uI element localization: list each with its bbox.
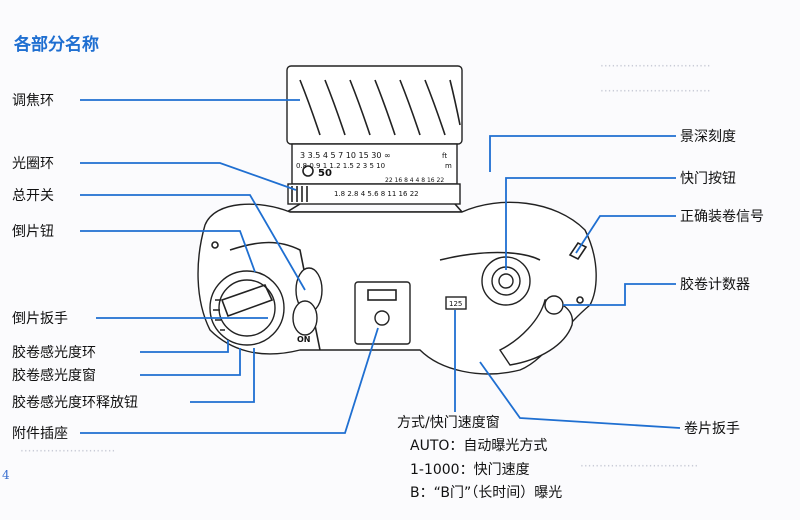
speed-window bbox=[445, 296, 467, 310]
label-dof-scale: 景深刻度 bbox=[680, 129, 736, 145]
film-speed-dial-ticks bbox=[213, 299, 225, 331]
leader-aperture-ring bbox=[80, 162, 297, 191]
svg-text:·····························: ····························· bbox=[600, 59, 711, 73]
svg-text:·························: ························· bbox=[20, 444, 115, 458]
mode-note-speeds: 1-1000：快门速度 bbox=[410, 462, 530, 478]
accessory-shoe-rail bbox=[367, 289, 397, 301]
main-switch-base bbox=[292, 300, 318, 336]
label-frame-counter: 胶卷计数器 bbox=[680, 277, 750, 293]
rewind-crank-base bbox=[218, 279, 276, 337]
label-film-speed-window: 胶卷感光度窗 bbox=[12, 368, 96, 384]
label-film-signal: 正确装卷信号 bbox=[680, 209, 764, 225]
label-aperture-ring: 光圈环 bbox=[12, 156, 54, 172]
mode-note-auto: AUTO：自动曝光方式 bbox=[410, 438, 548, 454]
svg-text:······························: ······························· bbox=[580, 459, 698, 473]
label-rewind-crank: 倒片扳手 bbox=[12, 311, 68, 327]
speed-window-value: 125 bbox=[449, 300, 462, 308]
leader-film-speed-window bbox=[140, 348, 241, 376]
label-shutter-button: 快门按钮 bbox=[680, 171, 736, 187]
leader-frame-counter bbox=[563, 283, 676, 306]
strap-lug-left bbox=[211, 241, 219, 249]
leader-dof-scale bbox=[489, 135, 676, 172]
leader-rewind-button bbox=[80, 230, 256, 273]
label-accessory-shoe: 附件插座 bbox=[12, 426, 68, 442]
leader-advance-lever bbox=[479, 361, 681, 429]
distance-scale-m: 0.8 0.9 1 1.2 1.5 2 3 5 10 bbox=[296, 162, 385, 170]
dof-scale-text: 22 16 8 4 4 8 16 22 bbox=[385, 177, 444, 184]
leader-film-speed-release bbox=[190, 348, 255, 403]
leader-shutter-button bbox=[505, 177, 676, 270]
focal-length-label: 50 bbox=[318, 168, 332, 179]
label-main-switch: 总开关 bbox=[12, 188, 54, 204]
leader-accessory-shoe bbox=[80, 327, 379, 434]
bleed-through-text: ····························· ··········… bbox=[20, 59, 711, 473]
distance-scale-ft: 3 3.5 4 5 7 10 15 30 ∞ bbox=[300, 151, 391, 160]
advance-lever bbox=[498, 299, 574, 366]
focus-ring-barrel bbox=[286, 65, 463, 145]
label-film-speed-release: 胶卷感光度环释放钮 bbox=[12, 395, 138, 411]
lens-mount bbox=[284, 203, 464, 213]
ft-unit: ft bbox=[442, 152, 447, 160]
film-signal-indicator bbox=[568, 241, 588, 261]
body-edge-right bbox=[439, 251, 541, 261]
mode-note-bulb: B：“B门”（长时间）曝光 bbox=[410, 485, 563, 501]
body-edge-left bbox=[229, 241, 321, 351]
shutter-button-center bbox=[498, 273, 514, 289]
page-title: 各部分名称 bbox=[14, 35, 99, 55]
strap-lug-right bbox=[576, 296, 584, 304]
aperture-ring-band bbox=[287, 183, 461, 205]
rewind-crank-arm bbox=[220, 284, 274, 318]
label-mode-window: 方式/快门速度窗 bbox=[397, 415, 500, 431]
leader-film-signal bbox=[575, 215, 676, 254]
frame-counter-window bbox=[544, 295, 564, 315]
aperture-scale-text: 1.8 2.8 4 5.6 8 11 16 22 bbox=[334, 190, 419, 198]
accessory-shoe-contact bbox=[374, 310, 390, 326]
leader-main-switch bbox=[80, 194, 306, 291]
label-rewind-button: 倒片钮 bbox=[12, 224, 54, 240]
label-film-speed-ring: 胶卷感光度环 bbox=[12, 345, 96, 361]
aperture-ring-grip bbox=[291, 186, 308, 202]
lens: 3 3.5 4 5 7 10 15 30 ∞ 0.8 0.9 1 1.2 1.5… bbox=[284, 65, 464, 213]
switch-on-label: ON bbox=[297, 335, 311, 344]
label-advance-lever: 卷片扳手 bbox=[684, 421, 740, 437]
leader-lines-right bbox=[454, 135, 681, 429]
distance-scale-band bbox=[291, 143, 458, 185]
leader-lines-left bbox=[80, 99, 379, 434]
camera-body: ON 125 bbox=[197, 201, 597, 375]
focus-ring-grips bbox=[299, 79, 461, 136]
focal-length-dot bbox=[302, 165, 314, 177]
page-number: 4 bbox=[2, 468, 10, 482]
label-focus-ring: 调焦环 bbox=[12, 93, 54, 109]
svg-text:·····························: ····························· bbox=[600, 84, 711, 98]
leader-film-speed-ring bbox=[140, 340, 229, 353]
m-unit: m bbox=[445, 162, 452, 170]
